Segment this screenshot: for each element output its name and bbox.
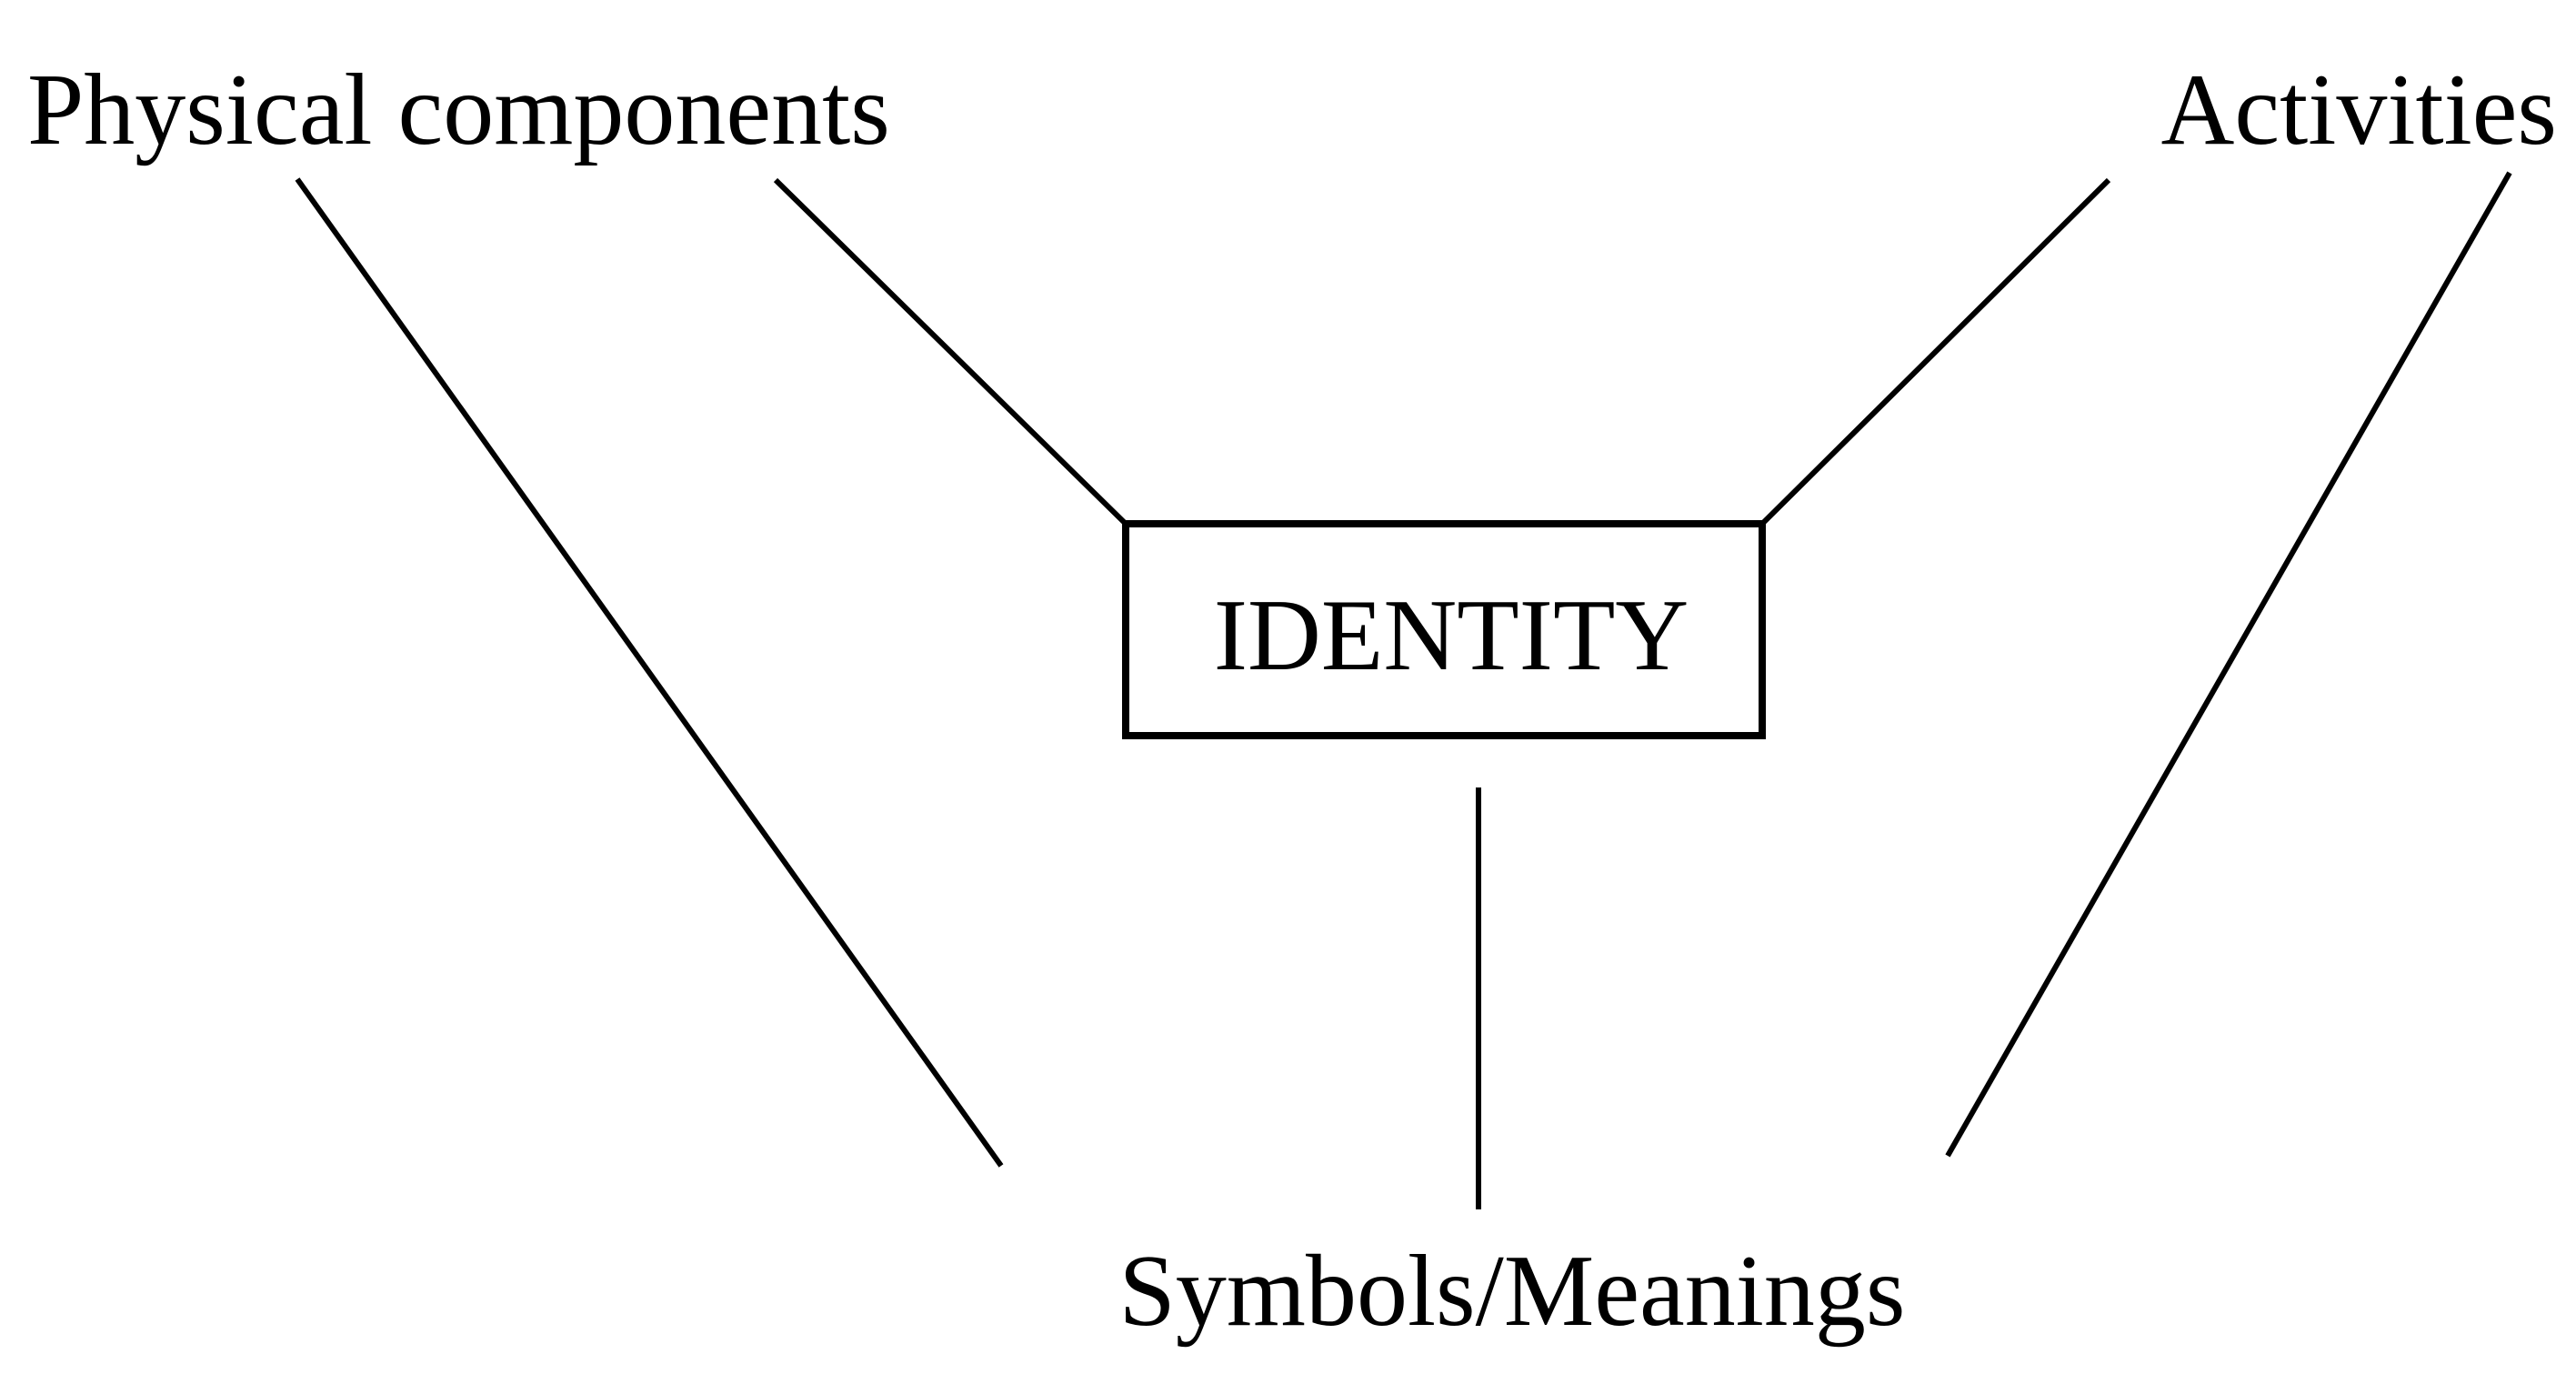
- identity-box: [1122, 520, 1766, 739]
- symbols-meanings-label: Symbols/Meanings: [1119, 1235, 1906, 1348]
- connector-activities-to-identity: [1759, 177, 2111, 527]
- connector-physical-components-to-identity: [773, 177, 1128, 527]
- connector-activities-to-symbols-meanings: [1945, 171, 2512, 1158]
- physical-components-label: Physical components: [27, 54, 890, 166]
- identity-label: IDENTITY: [1214, 579, 1689, 692]
- connector-physical-components-to-symbols-meanings: [295, 177, 1004, 1168]
- activities-label: Activities: [2161, 54, 2557, 166]
